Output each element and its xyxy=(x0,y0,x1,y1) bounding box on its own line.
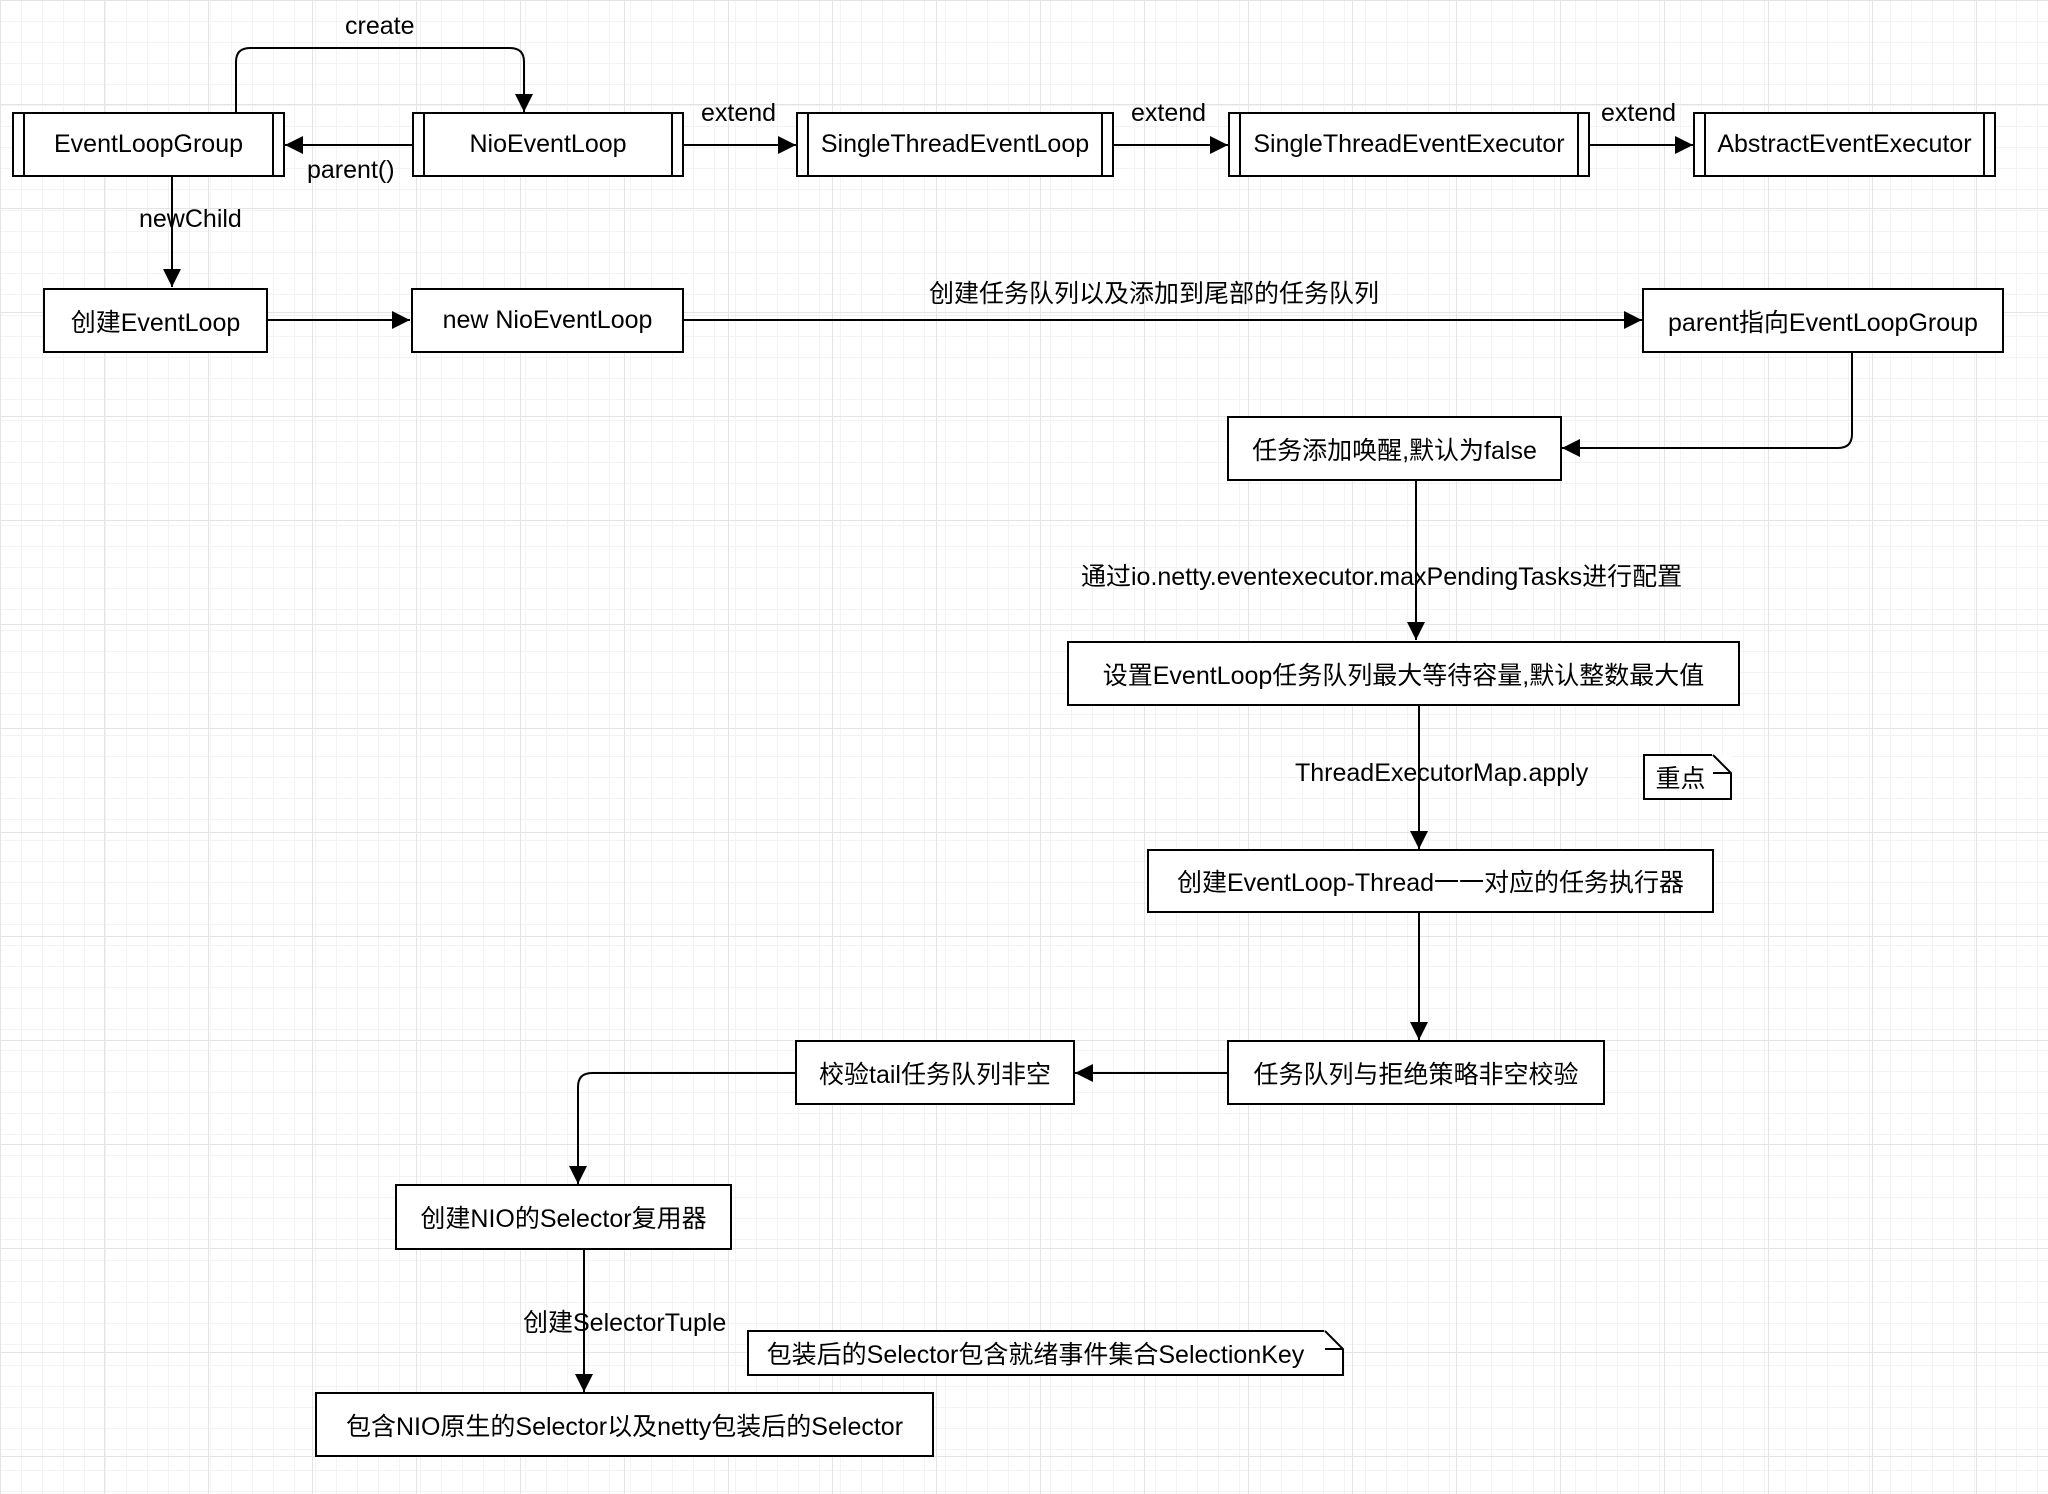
edge-tail-to-selector xyxy=(569,1072,795,1184)
step-set-max-capacity-label: 设置EventLoop任务队列最大等待容量,默认整数最大值 xyxy=(1102,661,1705,690)
step-check-tail-queue-label: 校验tail任务队列非空 xyxy=(819,1060,1051,1089)
step-set-max-capacity[interactable]: 设置EventLoop任务队列最大等待容量,默认整数最大值 xyxy=(1067,641,1740,706)
note-selector-label: 包装后的Selector包含就绪事件集合SelectionKey xyxy=(766,1341,1305,1369)
step-create-nio-selector-label: 创建NIO的Selector复用器 xyxy=(420,1205,707,1233)
label-new-child: newChild xyxy=(139,205,242,233)
label-parent: parent() xyxy=(307,156,395,184)
note-key-point-fold xyxy=(1712,754,1732,774)
class-abstract-event-executor-label: AbstractEventExecutor xyxy=(1717,130,1972,158)
class-abstract-event-executor[interactable]: AbstractEventExecutor xyxy=(1693,112,1996,177)
class-nio-event-loop[interactable]: NioEventLoop xyxy=(412,112,684,177)
step-create-nio-selector[interactable]: 创建NIO的Selector复用器 xyxy=(395,1184,732,1250)
step-create-thread-executor[interactable]: 创建EventLoop-Thread一一对应的任务执行器 xyxy=(1147,849,1714,913)
note-key-point[interactable]: 重点 xyxy=(1643,754,1732,800)
step-create-thread-executor-label: 创建EventLoop-Thread一一对应的任务执行器 xyxy=(1176,869,1685,897)
class-nio-event-loop-label: NioEventLoop xyxy=(469,130,627,158)
label-create-queues: 创建任务队列以及添加到尾部的任务队列 xyxy=(929,280,1380,308)
note-key-point-label: 重点 xyxy=(1655,765,1706,793)
edge-parent-to-wakeup xyxy=(1562,353,1853,457)
step-new-nio-event-loop[interactable]: new NioEventLoop xyxy=(411,288,684,353)
note-selector[interactable]: 包装后的Selector包含就绪事件集合SelectionKey xyxy=(747,1330,1344,1376)
step-check-queue-reject[interactable]: 任务队列与拒绝策略非空校验 xyxy=(1227,1040,1605,1105)
label-create: create xyxy=(345,12,415,40)
class-single-thread-event-loop[interactable]: SingleThreadEventLoop xyxy=(796,112,1114,177)
label-extend-3: extend xyxy=(1601,99,1677,127)
class-single-thread-event-executor[interactable]: SingleThreadEventExecutor xyxy=(1228,112,1590,177)
step-new-nio-event-loop-label: new NioEventLoop xyxy=(442,306,653,334)
step-wakeup-default-label: 任务添加唤醒,默认为false xyxy=(1252,436,1537,465)
step-selector-both[interactable]: 包含NIO原生的Selector以及netty包装后的Selector xyxy=(315,1392,934,1457)
class-single-thread-event-executor-label: SingleThreadEventExecutor xyxy=(1253,130,1565,158)
step-selector-both-label: 包含NIO原生的Selector以及netty包装后的Selector xyxy=(345,1412,904,1441)
class-single-thread-event-loop-label: SingleThreadEventLoop xyxy=(820,130,1090,158)
class-event-loop-group[interactable]: EventLoopGroup xyxy=(12,112,285,177)
edge-create xyxy=(235,47,533,112)
step-parent-to-group[interactable]: parent指向EventLoopGroup xyxy=(1642,288,2004,353)
step-check-tail-queue[interactable]: 校验tail任务队列非空 xyxy=(795,1040,1075,1105)
label-create-selector-tuple: 创建SelectorTuple xyxy=(523,1309,727,1337)
step-parent-to-group-label: parent指向EventLoopGroup xyxy=(1668,308,1978,337)
label-extend-1: extend xyxy=(701,99,777,127)
label-extend-2: extend xyxy=(1131,99,1207,127)
step-create-event-loop-label: 创建EventLoop xyxy=(70,308,241,337)
step-create-event-loop[interactable]: 创建EventLoop xyxy=(43,288,268,353)
step-check-queue-reject-label: 任务队列与拒绝策略非空校验 xyxy=(1253,1060,1579,1089)
step-wakeup-default[interactable]: 任务添加唤醒,默认为false xyxy=(1227,416,1562,481)
label-config-max-pending: 通过io.netty.eventexecutor.maxPendingTasks… xyxy=(1081,563,1683,591)
class-event-loop-group-label: EventLoopGroup xyxy=(53,130,244,158)
label-thread-executor-map: ThreadExecutorMap.apply xyxy=(1295,759,1589,787)
note-selector-fold xyxy=(1324,1330,1344,1350)
